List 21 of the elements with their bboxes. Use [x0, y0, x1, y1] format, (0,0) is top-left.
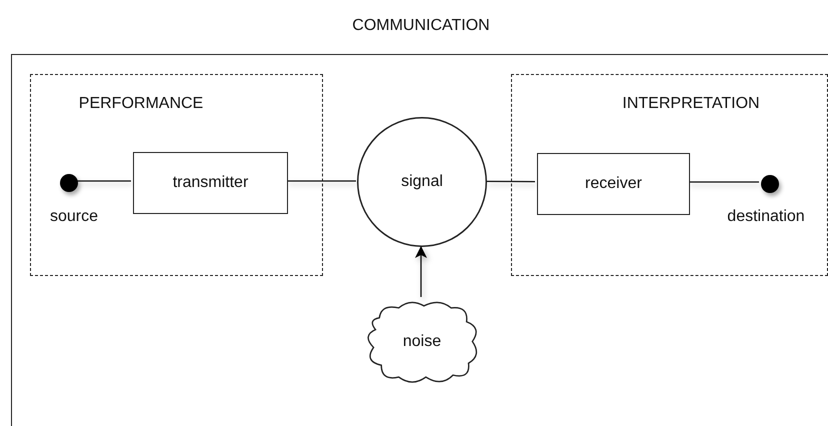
group-heading: INTERPRETATION — [622, 95, 760, 113]
process-box — [537, 153, 690, 215]
signal-circle — [357, 117, 487, 247]
dashed-group-box — [511, 74, 828, 276]
endpoint-label: destination — [727, 208, 805, 226]
connector-line — [486, 180, 535, 182]
endpoint-dot — [761, 175, 779, 193]
connector-line — [286, 180, 356, 182]
group-heading: PERFORMANCE — [78, 95, 204, 113]
process-box — [133, 152, 288, 214]
connector-line — [76, 180, 131, 182]
connector-line — [688, 181, 759, 183]
box-label: transmitter — [172, 174, 248, 192]
cloud-label: noise — [402, 332, 442, 350]
endpoint-dot — [60, 174, 78, 192]
endpoint-label: source — [50, 208, 98, 226]
dashed-group-box — [30, 74, 323, 276]
circle-label: signal — [401, 173, 443, 191]
frame-heading: COMMUNICATION — [352, 17, 490, 35]
box-label: receiver — [585, 175, 642, 193]
arrow — [415, 246, 427, 297]
